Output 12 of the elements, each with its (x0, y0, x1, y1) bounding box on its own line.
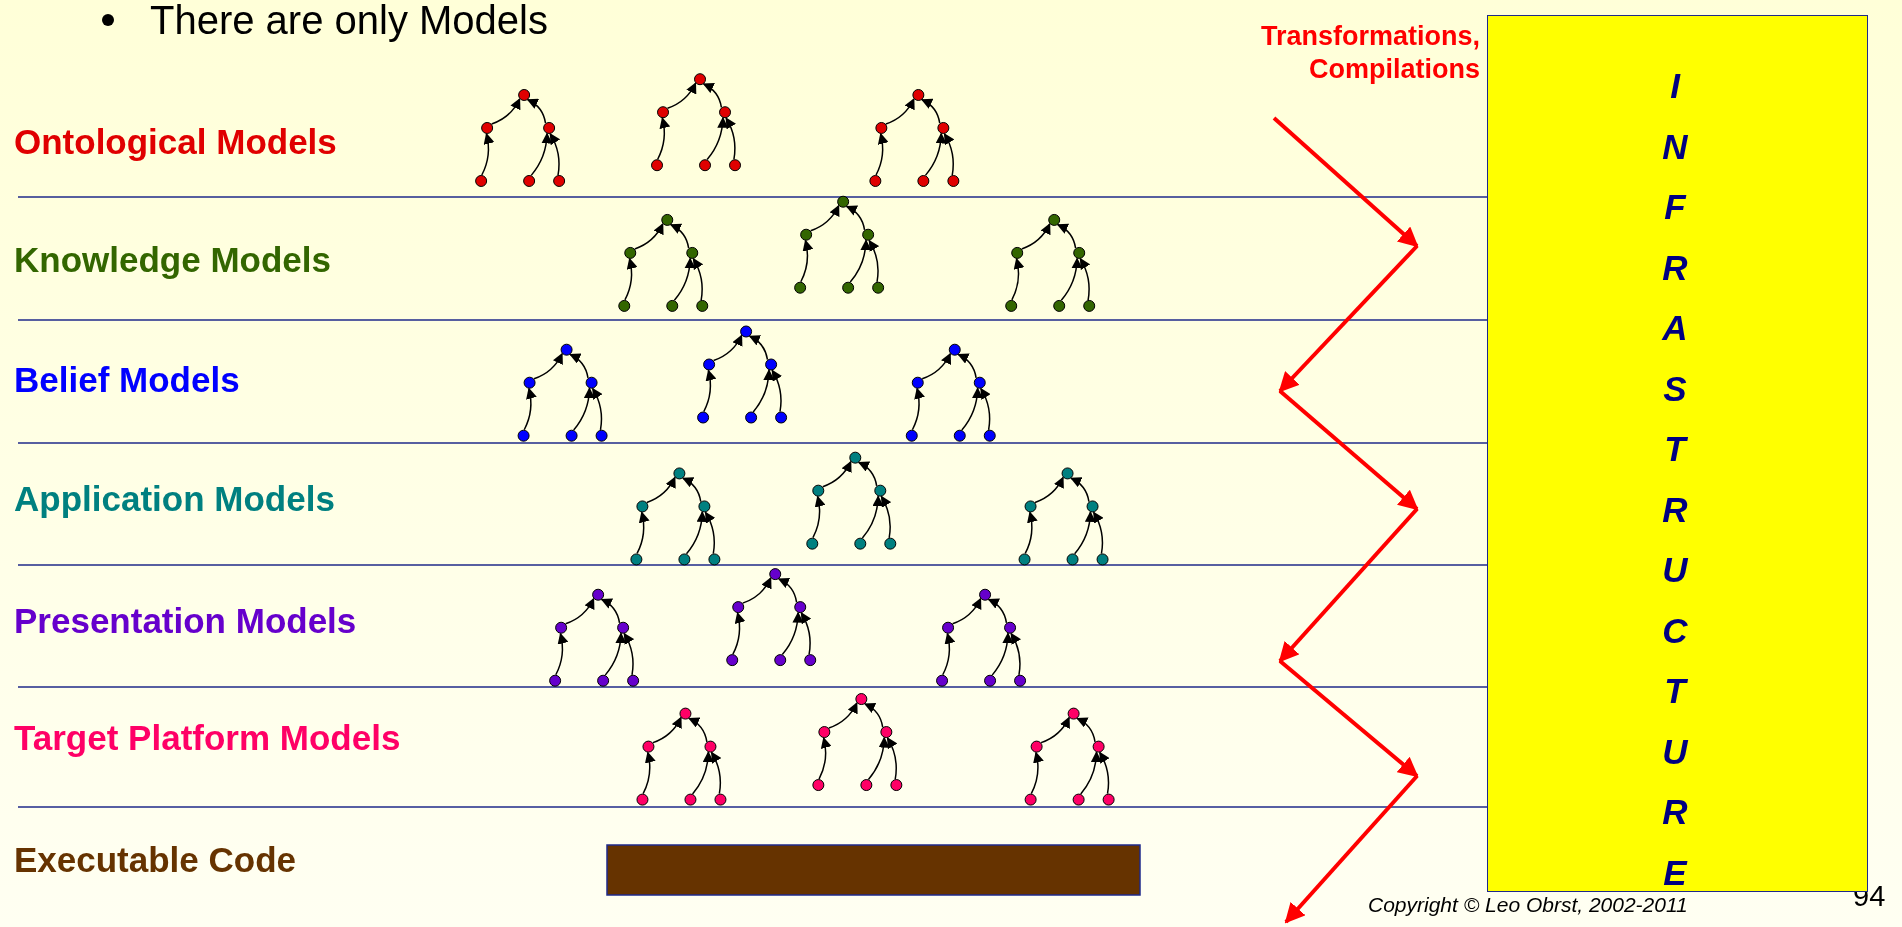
copyright-text: Copyright © Leo Obrst, 2002-2011 (1368, 893, 1688, 917)
layer-label: Belief Models (14, 360, 240, 400)
layer-label: Ontological Models (14, 122, 337, 162)
code-bar (606, 844, 1141, 896)
vertical-title: INFRASTRUCTURE (1660, 65, 1689, 894)
annotation-text: Transformations, Compilations (1259, 20, 1480, 86)
layer-label: Application Models (14, 479, 335, 519)
bullet-text: There are only Models (150, 0, 548, 43)
layer-label: Presentation Models (14, 601, 357, 641)
layer-label: Knowledge Models (14, 240, 331, 280)
layer-label: Target Platform Models (14, 718, 401, 758)
layer-label: Executable Code (14, 840, 297, 880)
